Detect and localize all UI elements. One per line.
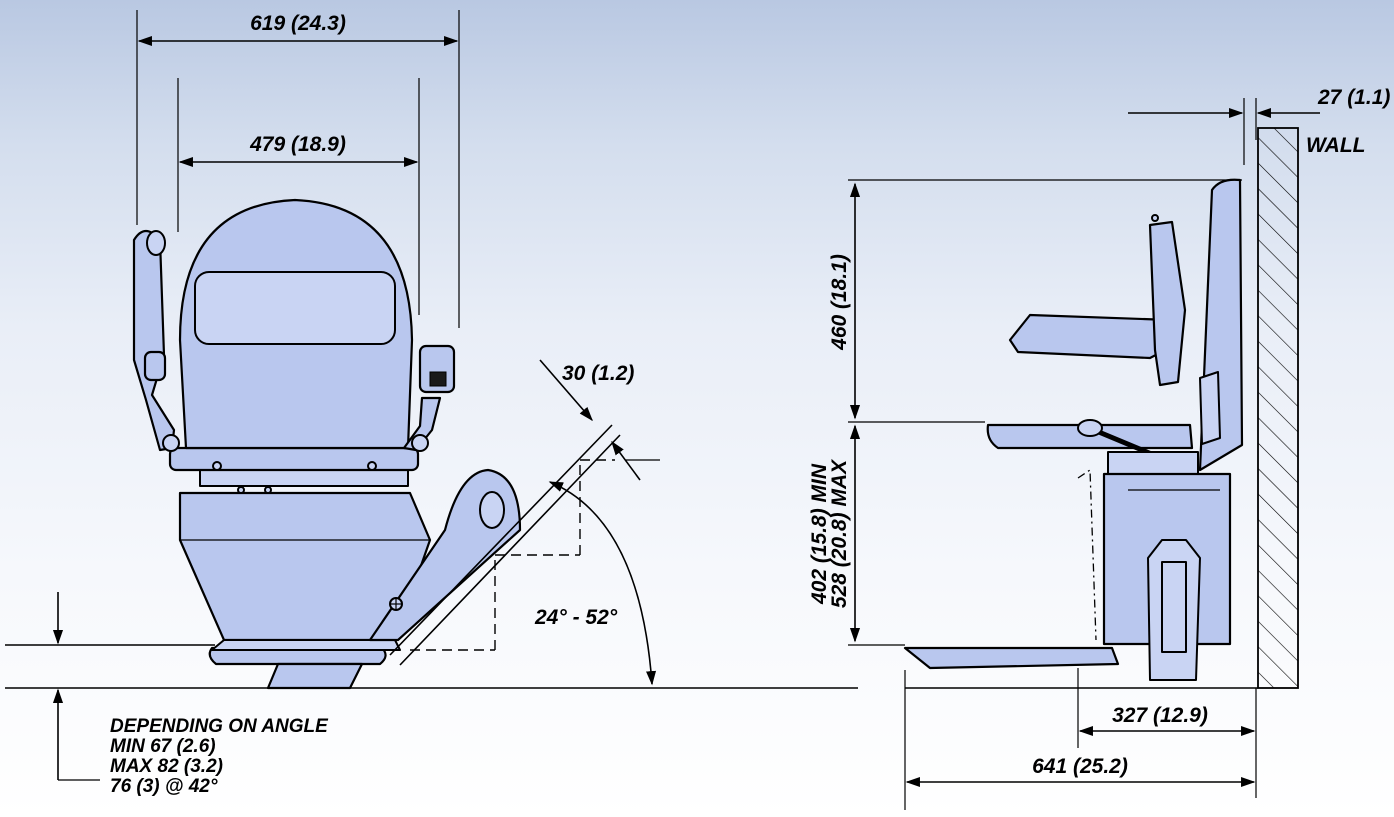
- armrest-pivot-left: [162, 434, 180, 452]
- fold-depth-arrow-b: [611, 440, 641, 481]
- chair-carriage-foot: [266, 662, 364, 690]
- seat-cushion: [168, 446, 420, 472]
- side-hidden-outline: [1077, 468, 1097, 641]
- armrest-pivot-right: [411, 434, 429, 452]
- armrest-handle-left: [146, 230, 166, 256]
- seat-height-max-label: 528 (20.8) MAX: [828, 458, 851, 608]
- backrest-headrest-panel: [194, 271, 396, 345]
- angle-arc: [548, 481, 657, 686]
- seat-bolt-left: [237, 486, 245, 494]
- wall: [1257, 127, 1299, 689]
- side-arm-pin: [1151, 214, 1159, 222]
- clearance-note: DEPENDING ON ANGLE MIN 67 (2.6) MAX 82 (…: [110, 716, 329, 797]
- side-view: WALL 27 (1.1) 460 (18.1) 402 (15.8) MIN …: [808, 86, 1390, 810]
- overall-width-label: 619 (24.3): [250, 12, 346, 35]
- slope-line-outer: [389, 424, 613, 656]
- chair-base-band: [211, 639, 401, 651]
- seat-bolt-front-left: [212, 461, 222, 471]
- overall-depth-label: 641 (25.2): [1032, 755, 1128, 778]
- wall-label: WALL: [1306, 134, 1365, 157]
- clearance-note-line-2: MIN 67 (2.6): [110, 736, 216, 757]
- side-lever-knob: [1077, 419, 1103, 437]
- fold-depth-arrow-a: [539, 359, 593, 422]
- chair-footplate-edge: [208, 646, 387, 666]
- slope-line-inner: [399, 434, 621, 666]
- side-backrest-pad: [1199, 371, 1221, 445]
- side-armrest: [1008, 313, 1177, 360]
- clearance-note-line-4: 76 (3) @ 42°: [110, 776, 218, 797]
- fold-depth-label: 30 (1.2): [562, 362, 634, 385]
- rail-depth-label: 327 (12.9): [1112, 704, 1208, 727]
- clearance-note-line-1: DEPENDING ON ANGLE: [110, 716, 329, 737]
- back-height-label: 460 (18.1): [828, 254, 851, 351]
- clearance-note-line-3: MAX 82 (3.2): [110, 756, 223, 777]
- wall-gap-label: 27 (1.1): [1317, 86, 1390, 109]
- footrest-roll: [479, 491, 505, 529]
- seat-height-min-label: 402 (15.8) MIN: [808, 463, 831, 605]
- side-footrest: [903, 646, 1120, 670]
- front-view: 619 (24.3) 479 (18.9): [5, 10, 858, 797]
- side-arm-support: [1148, 220, 1187, 387]
- left-armrest: [132, 229, 176, 452]
- angle-range-label: 24° - 52°: [534, 606, 618, 629]
- armrest-grip-left: [143, 350, 167, 382]
- control-toggle: [429, 371, 447, 387]
- seat-bolt-right: [264, 486, 272, 494]
- seat-width-label: 479 (18.9): [249, 133, 346, 156]
- side-swivel: [1107, 451, 1199, 475]
- seat-bolt-front-right: [367, 461, 377, 471]
- carriage-motor-core: [1161, 561, 1187, 653]
